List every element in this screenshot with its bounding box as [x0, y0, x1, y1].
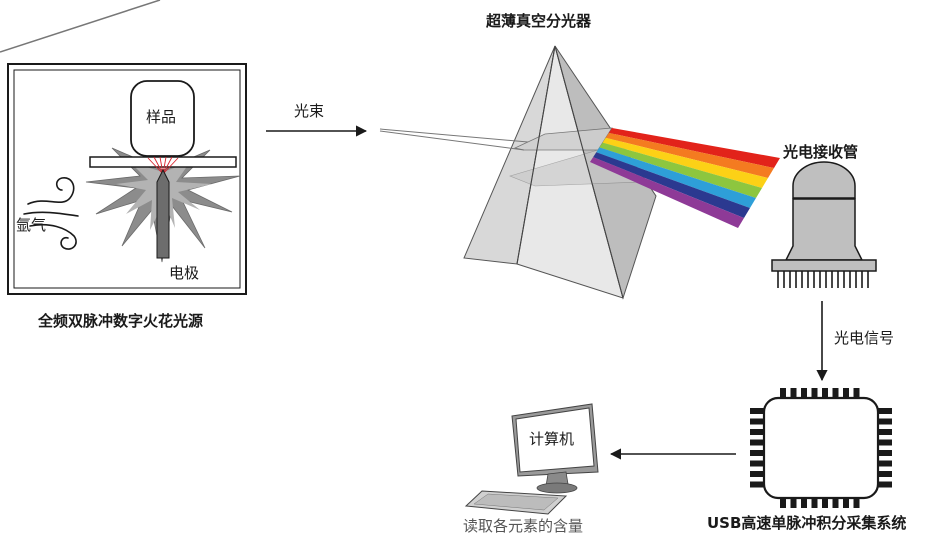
pmt-pins	[777, 271, 869, 288]
chip-pin	[750, 429, 764, 435]
argon-flow-icon	[23, 177, 79, 250]
spark-source-unit	[7, 63, 247, 295]
electrode-label: 电极	[169, 264, 200, 282]
chip-pin	[750, 408, 764, 414]
keyboard-keys	[473, 493, 559, 511]
chip-pin	[853, 498, 860, 508]
chip-pin	[878, 439, 892, 446]
pmt-base	[771, 259, 877, 272]
incident-ray-bottom	[379, 130, 525, 151]
chip-pin	[811, 498, 818, 508]
chip-pin	[801, 388, 807, 398]
chip-pin	[750, 439, 764, 446]
readout-label: 读取各元素的含量	[463, 517, 584, 535]
chip-pin	[750, 418, 764, 425]
prism-edge-right	[554, 45, 624, 299]
chip-pin	[878, 429, 892, 435]
chip-pin	[878, 481, 892, 488]
sample-label: 样品	[146, 108, 177, 126]
spectrum-band	[602, 137, 768, 188]
spark-source-inner-frame	[13, 69, 241, 289]
chip-pin	[822, 498, 828, 508]
chip-pin	[811, 388, 818, 398]
receiver-title: 光电接收管	[783, 143, 859, 161]
chip-body	[762, 396, 880, 500]
incident-ray-top	[379, 128, 529, 143]
corner-diagonal-line	[0, 0, 161, 53]
chip-pin	[853, 388, 860, 398]
chip-pin	[780, 498, 786, 508]
chip-pin	[801, 498, 807, 508]
computer-label: 计算机	[529, 430, 575, 448]
chip-pin	[790, 388, 797, 398]
signal-label: 光电信号	[834, 329, 895, 347]
chip-pin	[878, 460, 892, 467]
chip-pin	[750, 450, 764, 456]
chip-pin	[878, 418, 892, 425]
pmt-dome	[792, 161, 856, 199]
argon-label: 氩气	[16, 216, 47, 234]
computer	[464, 403, 599, 515]
chip-pin	[750, 471, 764, 477]
prism	[379, 45, 657, 300]
electrode	[156, 168, 170, 259]
chip-pin	[822, 388, 828, 398]
chip-pin	[750, 481, 764, 488]
spectrum-band	[605, 132, 774, 178]
spectrum-band	[593, 152, 750, 218]
light-beam-label: 光束	[294, 102, 325, 120]
prism-edge-front	[516, 45, 556, 265]
chip-pin	[843, 498, 849, 508]
acquisition-title: USB高速单脉冲积分采集系统	[707, 514, 907, 532]
photomultiplier-tube	[771, 161, 877, 288]
chip-pin	[750, 460, 764, 467]
acquisition-chip	[750, 388, 892, 508]
spectrum-band	[590, 157, 744, 228]
monitor-screen	[515, 407, 595, 473]
chip-pin	[790, 498, 797, 508]
chip-pin	[832, 498, 839, 508]
pmt-body	[784, 198, 864, 261]
spectrometer-title: 超薄真空分光器	[486, 12, 592, 30]
chip-pin	[843, 388, 849, 398]
chip-pin	[832, 388, 839, 398]
sample-block	[130, 80, 195, 157]
sample-stage	[89, 156, 237, 168]
chip-pin	[878, 471, 892, 477]
spark-source-title: 全频双脉冲数字火花光源	[38, 312, 204, 330]
chip-pin	[780, 388, 786, 398]
spectrum-fan	[590, 128, 780, 228]
chip-pins	[750, 388, 892, 508]
chip-pin	[878, 450, 892, 456]
chip-pin	[878, 408, 892, 414]
spectrum-band	[599, 142, 762, 198]
spectrum-band	[608, 128, 780, 168]
spectrum-band	[596, 147, 756, 208]
monitor-stand-base	[536, 482, 578, 494]
